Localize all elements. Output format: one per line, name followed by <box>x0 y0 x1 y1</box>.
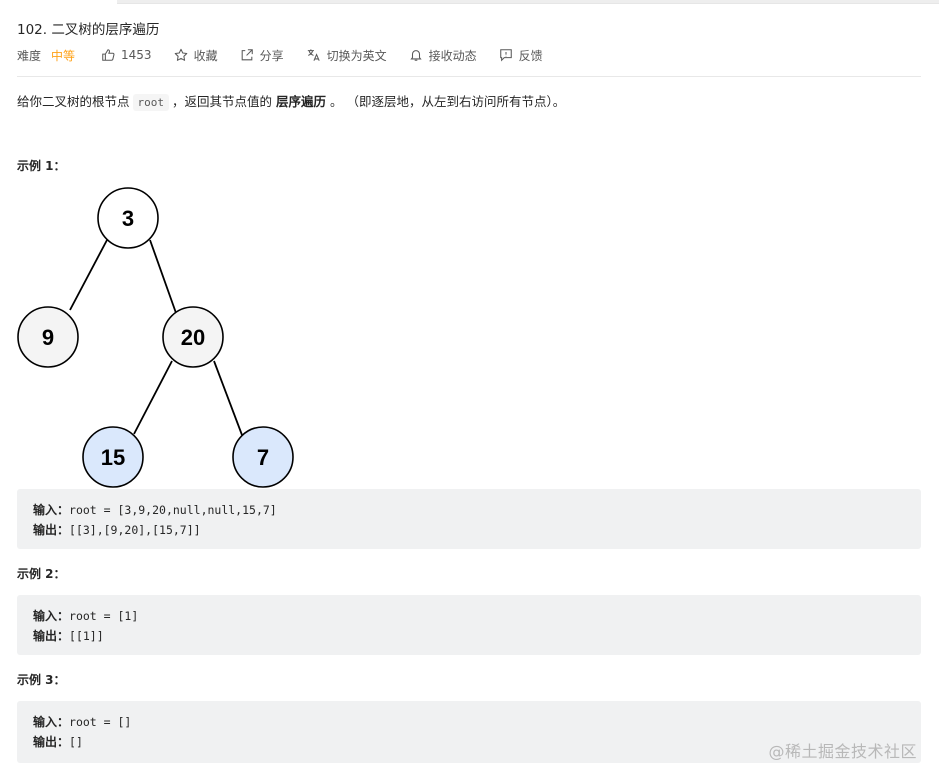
switch-language-label: 切换为英文 <box>326 48 387 63</box>
input-label: 输入： <box>33 609 70 623</box>
output-value: [] <box>69 735 83 749</box>
tree-node-label: 7 <box>257 445 269 470</box>
feedback-icon <box>499 49 512 62</box>
tree-node-label: 9 <box>42 325 54 350</box>
translate-icon <box>307 49 320 61</box>
feedback-button[interactable]: 反馈 <box>499 47 543 64</box>
subscribe-button[interactable]: 接收动态 <box>409 47 477 64</box>
tree-node-7 <box>232 426 294 488</box>
tree-node-label: 20 <box>181 325 205 350</box>
input-value: root = [] <box>69 715 132 729</box>
example-2-code-block: 输入：root = [1] 输出：[[1]] <box>17 595 921 655</box>
edge-3-9 <box>69 239 108 311</box>
output-label: 输出： <box>33 523 70 537</box>
input-label: 输入： <box>33 503 70 517</box>
input-label: 输入： <box>33 715 70 729</box>
problem-meta-bar: 难度 中等 1453 收藏 分享 切换为英文 接收动态 反馈 <box>17 45 565 65</box>
favorite-label: 收藏 <box>193 48 218 63</box>
output-value: [[3],[9,20],[15,7]] <box>69 523 201 537</box>
input-value: root = [3,9,20,null,null,15,7] <box>69 503 277 517</box>
like-button[interactable]: 1453 <box>101 48 152 62</box>
description-middle: ，返回其节点值的 <box>172 94 273 109</box>
switch-language-button[interactable]: 切换为英文 <box>306 47 387 64</box>
tree-node-label: 15 <box>101 445 125 470</box>
watermark: @稀土掘金技术社区 <box>768 742 917 761</box>
input-value: root = [1] <box>69 609 139 623</box>
tree-node-15 <box>82 426 144 488</box>
star-icon <box>174 48 187 61</box>
bell-icon <box>409 50 422 61</box>
edge-20-15 <box>133 360 173 435</box>
like-count: 1453 <box>121 48 152 62</box>
share-label: 分享 <box>259 48 284 63</box>
problem-title: 102. 二叉树的层序遍历 <box>17 22 160 38</box>
output-label: 输出： <box>33 629 70 643</box>
example-1-title: 示例 1： <box>17 159 66 173</box>
example-3-title: 示例 3： <box>17 673 66 687</box>
description-code: root <box>132 94 170 111</box>
thumb-up-icon <box>102 49 115 61</box>
example-1-code-block: 输入：root = [3,9,20,null,null,15,7] 输出：[[3… <box>17 489 921 549</box>
output-label: 输出： <box>33 735 70 749</box>
tree-node-label: 3 <box>122 206 134 231</box>
share-icon <box>241 49 253 61</box>
tree-node-9 <box>17 306 79 368</box>
tree-node-20 <box>162 306 224 368</box>
subscribe-label: 接收动态 <box>428 48 477 63</box>
example-2-title: 示例 2： <box>17 567 66 581</box>
example-3-code-block: 输入：root = [] 输出：[] <box>17 701 921 763</box>
binary-tree-diagram: 3 9 20 15 7 <box>17 187 294 488</box>
share-button[interactable]: 分享 <box>240 47 284 64</box>
top-bar <box>117 0 939 4</box>
description-suffix: 。 （即逐层地，从左到右访问所有节点）。 <box>330 94 566 109</box>
favorite-button[interactable]: 收藏 <box>174 47 218 64</box>
edge-20-7 <box>213 360 243 436</box>
difficulty-label: 难度 <box>17 48 42 63</box>
feedback-label: 反馈 <box>518 48 543 63</box>
description-prefix: 给你二叉树的根节点 <box>17 94 130 109</box>
description-bold: 层序遍历 <box>276 94 327 109</box>
edge-3-20 <box>149 239 177 314</box>
tree-node-3 <box>97 187 159 249</box>
output-value: [[1]] <box>69 629 104 643</box>
divider <box>17 76 921 77</box>
difficulty-badge: 中等 <box>51 48 76 63</box>
